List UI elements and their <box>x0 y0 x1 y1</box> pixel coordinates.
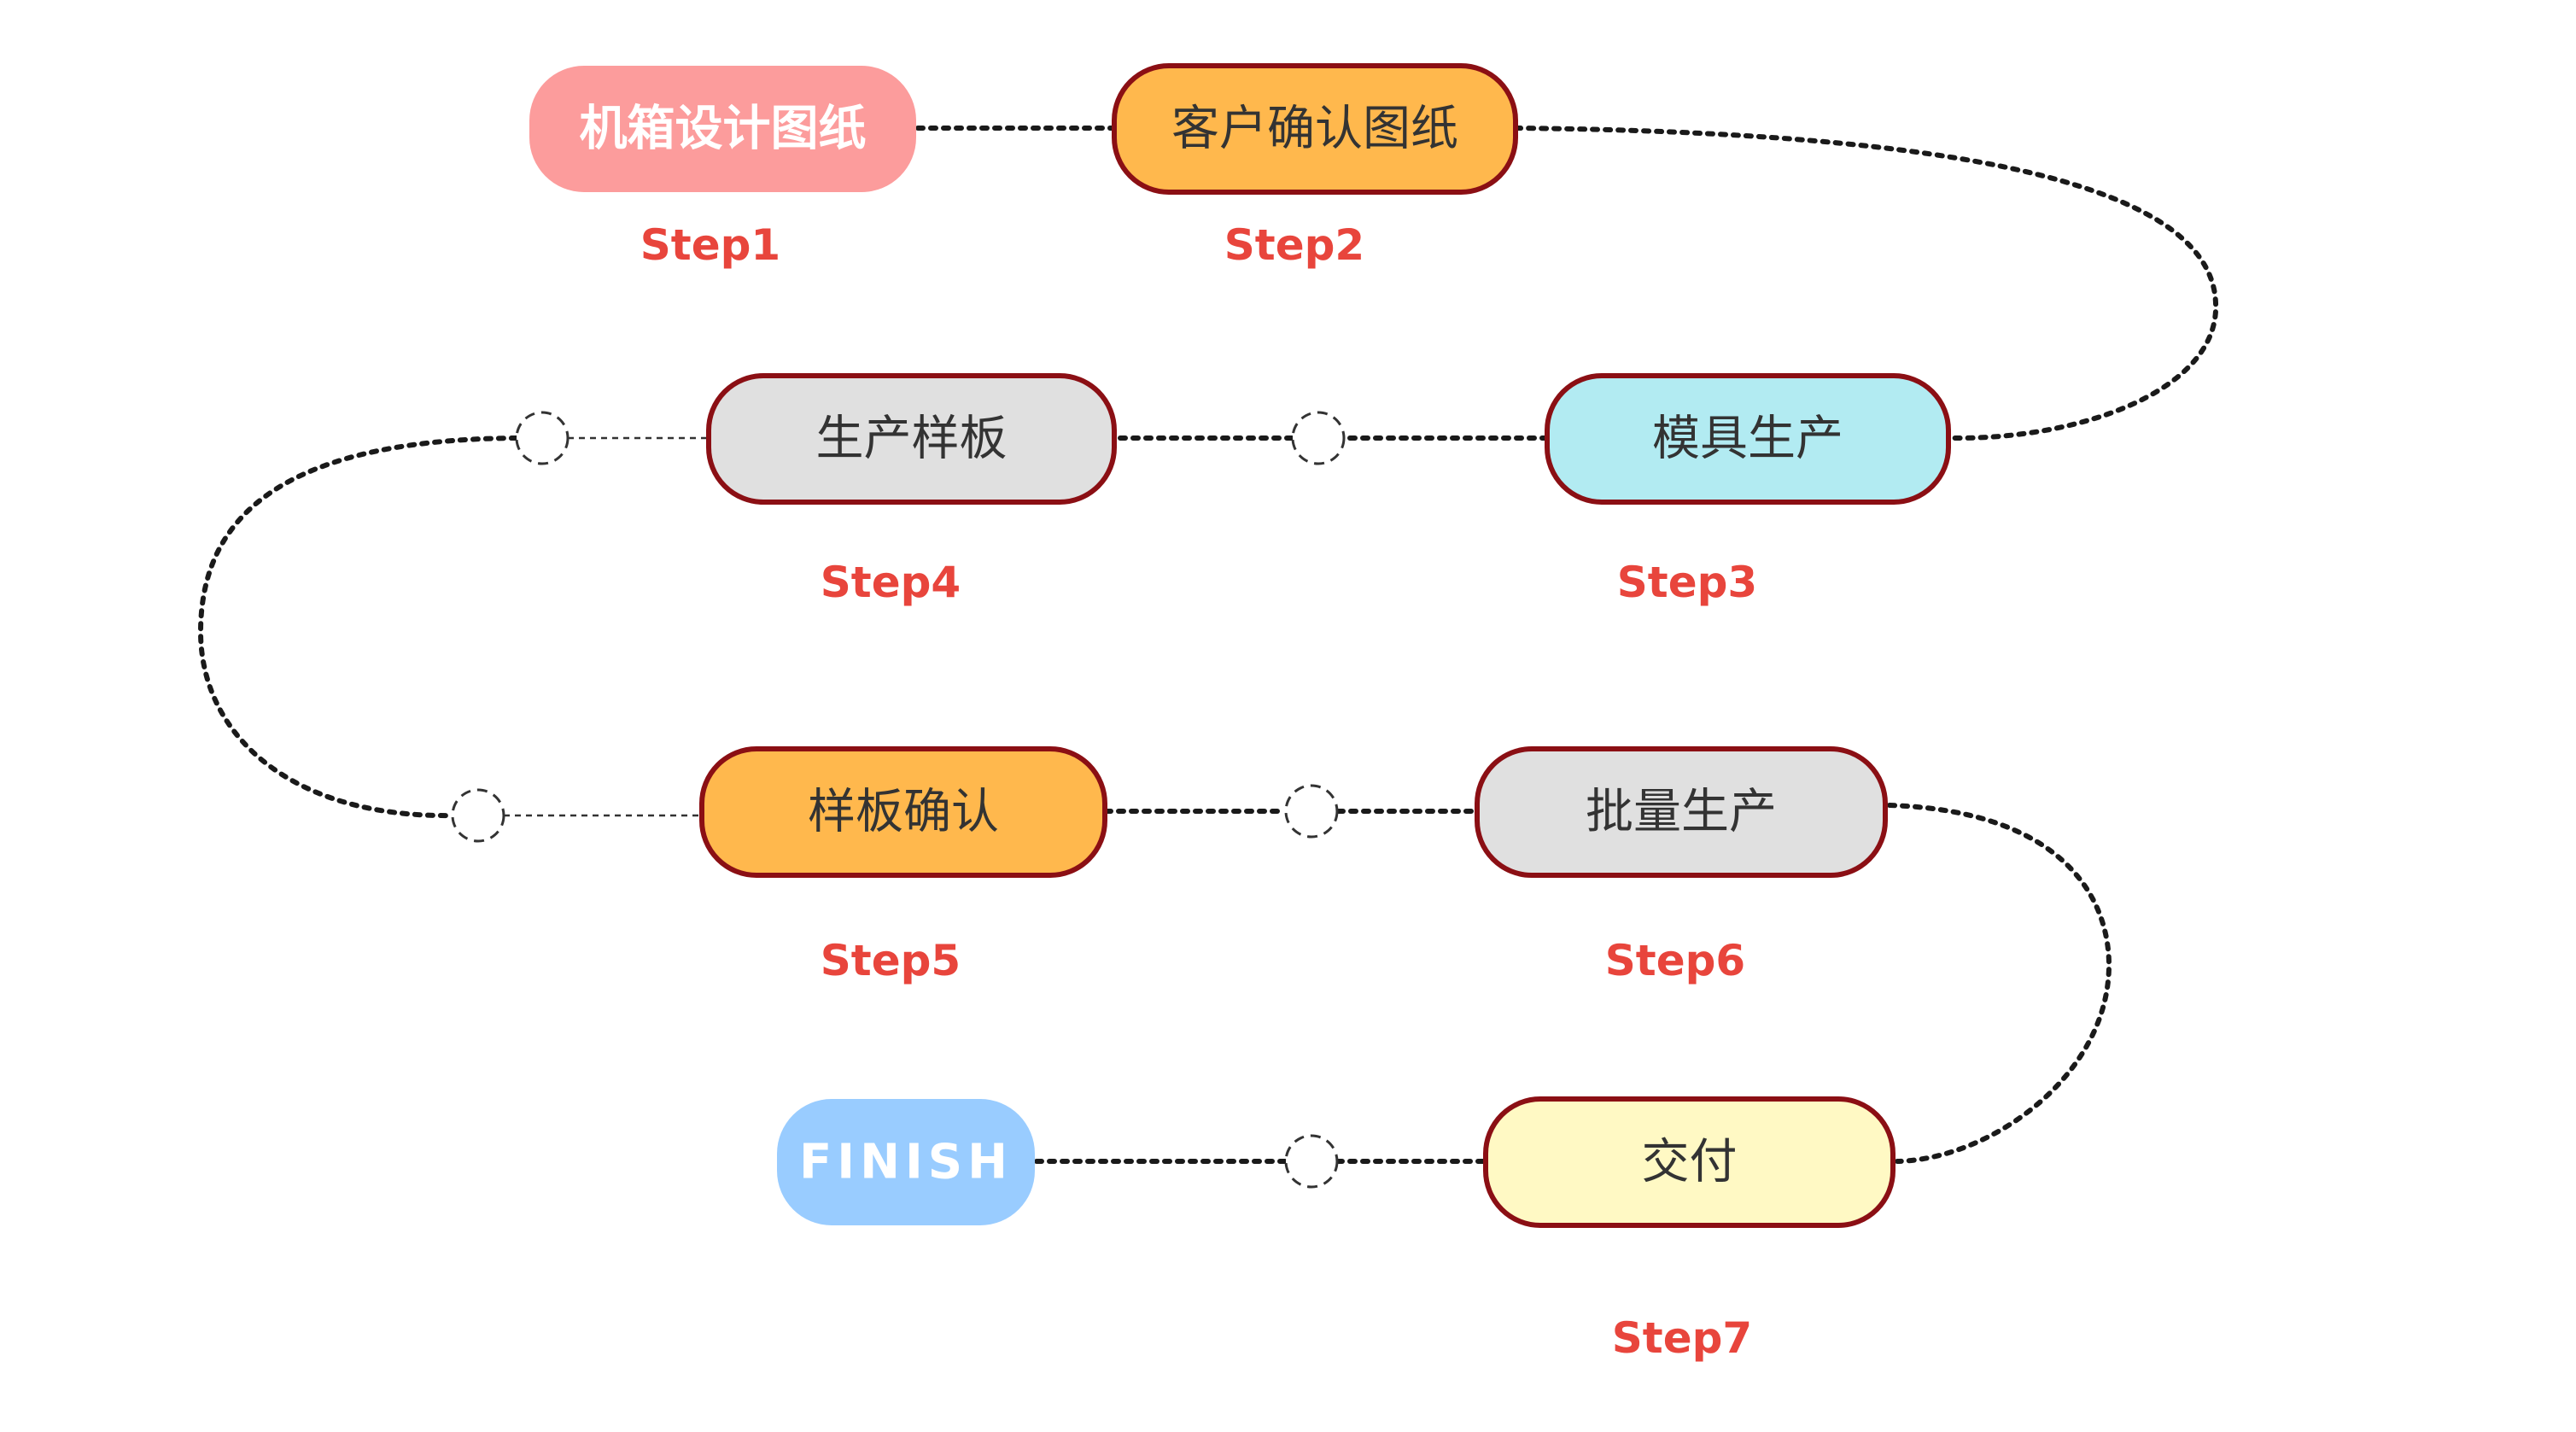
node-mold-label: 模具生产 <box>1652 412 1843 467</box>
node-confirm: 客户确认图纸 <box>1112 63 1518 195</box>
step2-label: Step2 <box>1224 220 1364 270</box>
node-finish: FINISH <box>777 1099 1035 1225</box>
step4-label: Step4 <box>821 558 961 607</box>
junction-marker <box>1291 411 1346 465</box>
node-sample-label: 生产样板 <box>816 412 1008 467</box>
node-mass-box <box>1475 746 1888 878</box>
node-delivery-box <box>1483 1096 1895 1228</box>
node-finish-box <box>777 1099 1035 1225</box>
node-mass-label: 批量生产 <box>1586 785 1777 840</box>
node-confirm-box <box>1112 63 1518 195</box>
node-mold: 模具生产 <box>1545 373 1951 505</box>
node-sample-box <box>706 373 1117 505</box>
connectors <box>197 126 2219 1164</box>
connector-mass-delivery <box>1887 803 2112 1164</box>
node-sample-confirm: 样板确认 <box>699 746 1107 878</box>
step3-label: Step3 <box>1617 558 1757 607</box>
step7-label: Step7 <box>1612 1313 1752 1363</box>
node-sample: 生产样板 <box>706 373 1117 505</box>
node-confirm-label: 客户确认图纸 <box>1171 102 1458 157</box>
step1-label: Step1 <box>640 220 780 270</box>
junctions <box>451 411 1346 1189</box>
node-design-label: 机箱设计图纸 <box>580 102 867 157</box>
junction-marker <box>1284 784 1339 839</box>
node-mold-box <box>1545 373 1951 505</box>
node-delivery-label: 交付 <box>1642 1135 1738 1190</box>
junction-marker <box>451 788 505 843</box>
connector-confirm-mold <box>1513 126 2219 441</box>
node-mass: 批量生产 <box>1475 746 1888 878</box>
node-sample-confirm-label: 样板确认 <box>808 785 999 840</box>
node-sample-confirm-box <box>699 746 1107 878</box>
junction-marker <box>515 411 570 465</box>
node-delivery: 交付 <box>1483 1096 1895 1228</box>
node-finish-label: FINISH <box>799 1135 1013 1190</box>
junction-marker <box>1284 1134 1339 1189</box>
node-design-box <box>529 66 916 192</box>
node-design: 机箱设计图纸 <box>529 66 916 192</box>
connector-left-loop <box>197 435 519 819</box>
step6-label: Step6 <box>1605 936 1745 985</box>
step5-label: Step5 <box>821 936 961 985</box>
